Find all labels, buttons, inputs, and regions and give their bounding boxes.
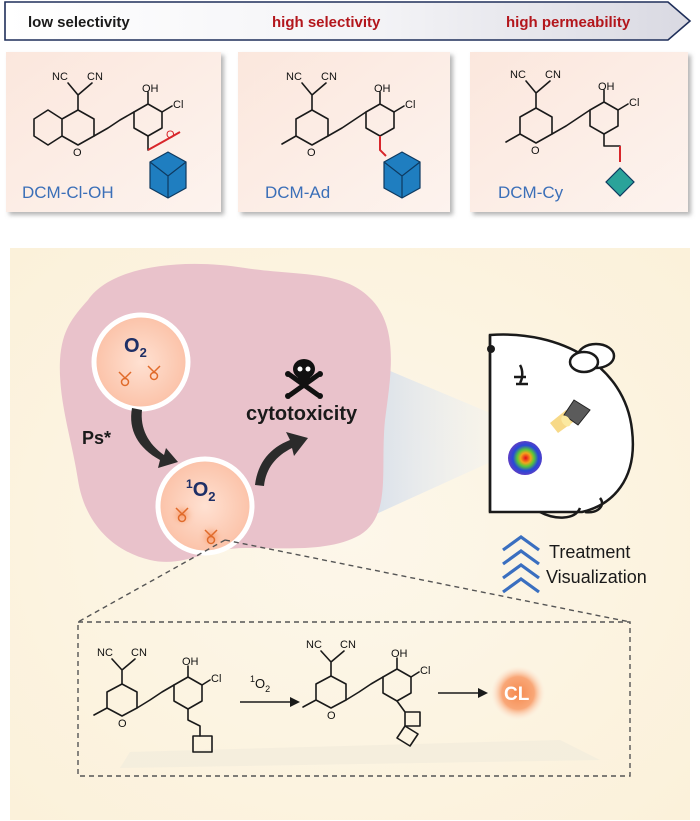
high-selectivity-label: high selectivity [272,14,381,31]
ps-label: Ps* [82,428,111,448]
low-selectivity-label: low selectivity [28,14,130,31]
cl-label: CL [504,684,530,705]
atom-cn: CN [321,71,337,83]
o2-label: O2 [124,335,147,360]
atom-cl: Cl [405,99,415,111]
atom-nc: NC [510,69,526,81]
atom-cn: CN [131,647,147,659]
singlet-oxygen-molecule-icon [175,507,218,545]
oxygen-molecule-icon [118,365,161,387]
reagent-label: 1O2 [250,674,270,694]
skull-crossbones-icon [285,359,323,399]
atom-o: O [73,147,82,159]
compound-name-3: DCM-Cy [498,183,564,202]
reaction-box: NC CN O OH Cl 1O2 NC CN O OH Cl [77,621,631,777]
atom-oh: OH [391,648,408,660]
chemiluminescence-glow [491,666,545,720]
compound-panel-dcm-ad: NC CN O OH Cl DCM-Ad [238,52,450,212]
compound-panel-dcm-cl-oh: NC CN O OH Cl O DCM-Cl-OH [6,52,221,212]
atom-cl: Cl [211,673,221,685]
oxygen-bubble: O2 [91,312,191,412]
compound-name-1: DCM-Cl-OH [22,183,114,202]
atom-o: O [118,718,127,730]
atom-oh: OH [598,81,615,93]
atom-nc: NC [306,639,322,651]
singlet-o2-label: 1O2 [186,477,215,504]
compound-name-2: DCM-Ad [265,183,330,202]
cytotoxicity-arrow [255,432,308,486]
atom-cl: Cl [629,97,639,109]
atom-cn: CN [340,639,356,651]
header-arrow: low selectivity high selectivity high pe… [4,1,692,41]
atom-o-methoxy: O [166,129,175,141]
atom-nc: NC [52,71,68,83]
atom-oh: OH [142,83,159,95]
treatment-label: Treatment [549,542,630,562]
visualization-label: Visualization [546,567,647,587]
atom-cl: Cl [173,99,183,111]
atom-cl: Cl [420,665,430,677]
mouse-illustration [487,333,635,519]
cytotoxicity-label: cytotoxicity [246,403,358,425]
atom-oh: OH [182,656,199,668]
atom-nc: NC [286,71,302,83]
atom-o: O [327,710,336,722]
atom-cn: CN [545,69,561,81]
ps-arrow: Ps* [82,408,178,468]
camera-icon [550,399,591,433]
atom-o: O [307,147,316,159]
atom-nc: NC [97,647,113,659]
singlet-oxygen-bubble: 1O2 [155,456,255,556]
atom-cn: CN [87,71,103,83]
zoom-lines [77,539,631,623]
compound-panel-dcm-cy: NC CN O OH Cl DCM-Cy [470,52,688,212]
atom-o: O [531,145,540,157]
chevron-up-icon [502,535,540,594]
high-permeability-label: high permeability [506,14,631,31]
atom-oh: OH [374,83,391,95]
